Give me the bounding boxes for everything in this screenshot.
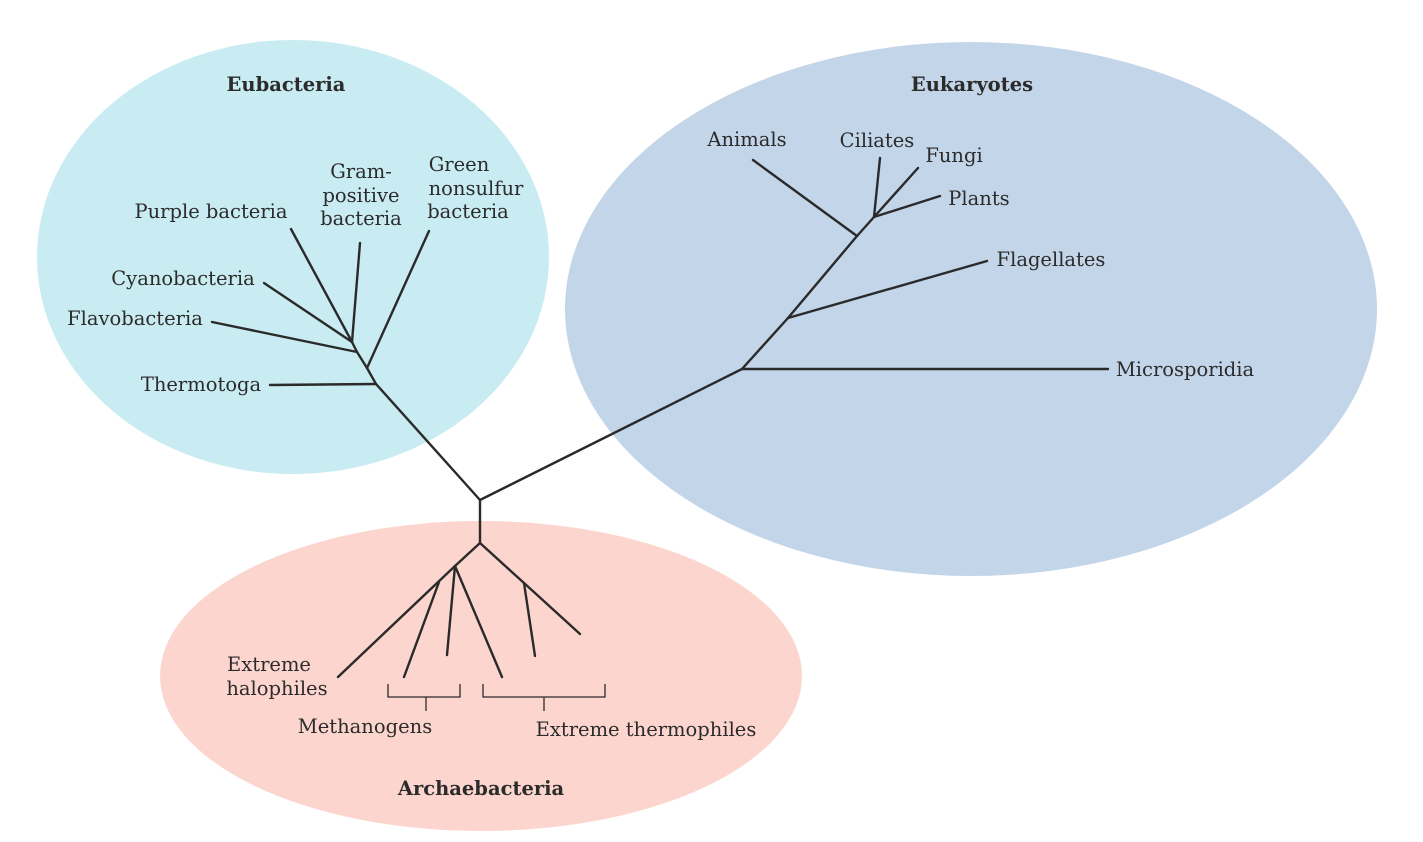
label-microsporidia: Microsporidia: [1116, 358, 1255, 381]
branch-eubacteria-inner-1: [365, 366, 378, 386]
branch-plants: [872, 194, 942, 219]
branch-flagellates: [786, 259, 989, 320]
branch-flavobacteria: [210, 320, 359, 354]
eukaryotes-region: [565, 42, 1377, 576]
gram-positive-line-1: Gram-: [330, 160, 392, 183]
branch-eukaryotes-inner-2: [786, 234, 859, 320]
green-nonsulfur-line-3: bacteria: [427, 200, 509, 223]
eukaryotes-title: Eukaryotes: [911, 73, 1033, 96]
extreme-thermophiles-bracket: [482, 684, 606, 711]
branch-thermophile-3: [522, 581, 582, 636]
branch-cyanobacteria: [262, 281, 354, 344]
branch-extreme-halophiles: [336, 564, 457, 679]
label-cyanobacteria: Cyanobacteria: [111, 267, 255, 290]
extreme-halophiles-line-1: Extreme: [227, 653, 311, 676]
eubacteria-region: [37, 40, 549, 474]
label-extreme-thermophiles: Extreme thermophiles: [536, 718, 757, 741]
branch-eubacteria-inner-2: [355, 350, 369, 370]
branch-eubacteria-inner-3: [350, 340, 359, 354]
branch-fungi: [872, 166, 920, 219]
branch-purple-bacteria: [289, 227, 354, 344]
methanogens-bracket: [387, 684, 461, 711]
branch-green-nonsulfur: [365, 229, 431, 370]
branch-archaebacteria-right: [478, 541, 526, 585]
label-gram-positive-bacteria: Gram- positive bacteria: [320, 160, 402, 230]
label-extreme-halophiles: Extreme halophiles: [226, 653, 327, 700]
eubacteria-title: Eubacteria: [227, 73, 346, 96]
label-thermotoga: Thermotoga: [141, 373, 262, 396]
branch-thermophile-2: [522, 581, 537, 658]
branch-thermophile-1: [453, 564, 504, 679]
gram-positive-line-2: positive: [322, 184, 399, 207]
label-methanogens: Methanogens: [298, 715, 432, 738]
branch-ciliates: [872, 156, 882, 219]
branch-root-eubacteria: [374, 382, 482, 502]
label-plants: Plants: [948, 187, 1009, 210]
branch-thermotoga: [268, 382, 378, 387]
label-green-nonsulfur-bacteria: Green nonsulfur bacteria: [427, 153, 524, 223]
branch-methanogen-1: [402, 580, 441, 679]
green-nonsulfur-line-2: nonsulfur: [429, 177, 524, 200]
label-fungi: Fungi: [925, 144, 982, 167]
branch-methanogen-2: [445, 564, 457, 657]
branch-root-eukaryotes: [478, 367, 744, 502]
green-nonsulfur-line-1: Green: [429, 153, 490, 176]
branch-animals: [751, 158, 859, 238]
branch-eukaryotes-inner-1: [740, 316, 790, 371]
branch-archaebacteria-left: [453, 541, 482, 568]
extreme-halophiles-line-2: halophiles: [226, 677, 327, 700]
label-flavobacteria: Flavobacteria: [67, 307, 203, 330]
branch-gram-positive: [350, 241, 362, 344]
gram-positive-line-3: bacteria: [320, 207, 402, 230]
label-purple-bacteria: Purple bacteria: [134, 200, 287, 223]
archaebacteria-region: [160, 521, 802, 831]
label-flagellates: Flagellates: [997, 248, 1106, 271]
label-ciliates: Ciliates: [840, 129, 915, 152]
tree-branches: [210, 156, 1110, 679]
branch-eukaryotes-inner-3: [855, 215, 876, 238]
archaebacteria-title: Archaebacteria: [397, 777, 565, 800]
label-animals: Animals: [706, 128, 786, 151]
